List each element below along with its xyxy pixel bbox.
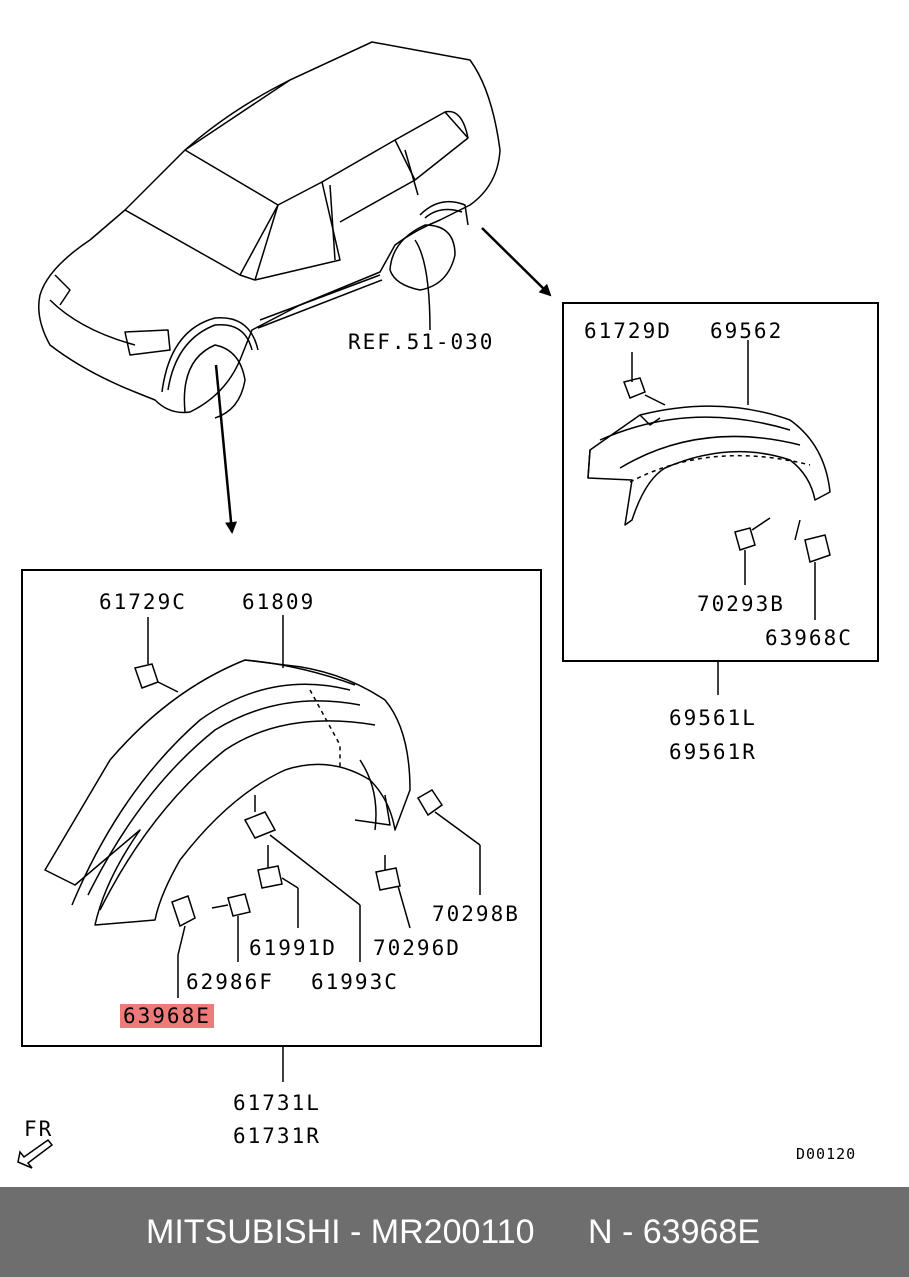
front-nut-highlight-label[interactable]: 63968E: [120, 1004, 214, 1028]
rear-liner-label[interactable]: 69562: [710, 319, 784, 343]
front-clip-right-label[interactable]: 70298B: [432, 902, 520, 926]
car-illustration: [38, 41, 501, 419]
rear-screw: [734, 517, 771, 585]
front-bolt-left: [211, 893, 251, 962]
front-nut-highlight: [171, 895, 196, 998]
brand-part-number: MITSUBISHI - MR200110: [146, 1213, 535, 1251]
front-clip-top: [134, 617, 179, 693]
rear-parts-box: [562, 302, 879, 662]
front-bolt-right-label[interactable]: 70296D: [373, 936, 461, 960]
front-bolt-right: [375, 855, 411, 929]
front-clip-top-label[interactable]: 61729C: [99, 590, 187, 614]
parts-diagram: REF.51-030 61729D 69562 70293B 63968C 69…: [17, 41, 879, 1169]
diagram-code: D00120: [796, 1145, 857, 1163]
front-parts-box: [21, 569, 542, 1047]
rear-nut-label[interactable]: 63968C: [765, 626, 853, 650]
front-bolt-left-label[interactable]: 62986F: [186, 970, 274, 994]
rear-clip-top: [623, 352, 666, 406]
front-clip-right: [416, 789, 481, 895]
fr-arrow: [17, 1138, 54, 1169]
reference-code: N - 63968E: [588, 1213, 760, 1251]
diagram-drawing: [17, 41, 879, 1169]
front-screw-label[interactable]: 61991D: [249, 936, 337, 960]
fr-label: FR: [24, 1117, 54, 1141]
front-liner: [44, 659, 411, 926]
rear-screw-label[interactable]: 70293B: [697, 592, 785, 616]
front-screw: [257, 845, 299, 928]
front-liner-label[interactable]: 61809: [242, 590, 316, 614]
footer-bar: MITSUBISHI - MR200110 N - 63968E: [0, 1187, 909, 1277]
front-nut: [243, 795, 361, 962]
front-assy-r-label[interactable]: 61731R: [233, 1124, 321, 1148]
rear-clip-top-label[interactable]: 61729D: [584, 319, 672, 343]
front-assy-l-label[interactable]: 61731L: [233, 1091, 321, 1115]
ref-label[interactable]: REF.51-030: [348, 330, 495, 354]
rear-nut: [794, 519, 831, 620]
rear-assy-l-label[interactable]: 69561L: [669, 706, 757, 730]
rear-liner: [587, 405, 831, 526]
rear-assy-r-label[interactable]: 69561R: [669, 740, 757, 764]
front-nut-label[interactable]: 61993C: [311, 970, 399, 994]
